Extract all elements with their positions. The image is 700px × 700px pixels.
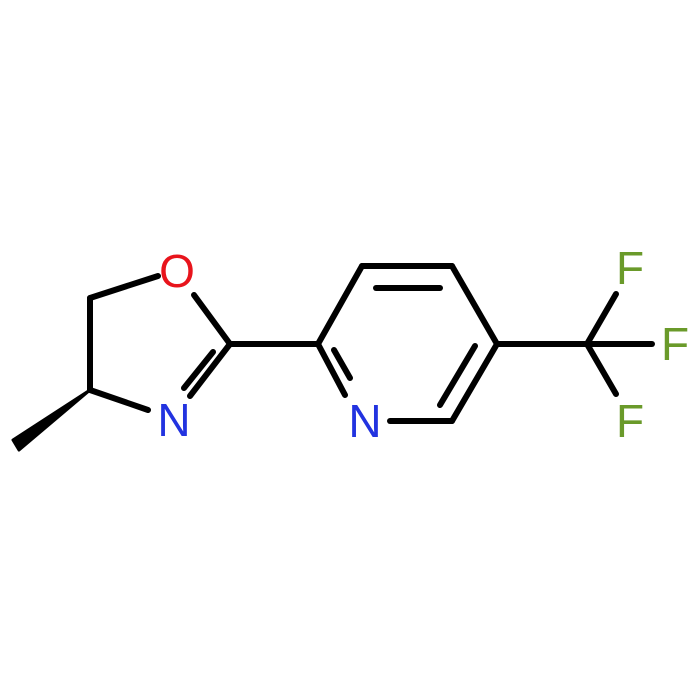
- bond-n-c2-inner: [331, 347, 353, 381]
- bond-c5-c6: [449, 341, 500, 424]
- bond-n-c2: [315, 341, 348, 398]
- bond-c5-c6-inner: [437, 343, 478, 408]
- bonds: [11, 263, 655, 452]
- bond-c-f3: [584, 341, 619, 397]
- bond-c-f1: [584, 291, 619, 347]
- atom-labels: O N N F F F: [157, 242, 689, 447]
- fluorine-label-bottom: F: [616, 395, 644, 447]
- bond-c2-c3: [315, 263, 365, 347]
- bond-c4-c5: [449, 263, 500, 347]
- pyridine-nitrogen-label: N: [348, 395, 381, 447]
- fluorine-label-right: F: [661, 318, 689, 370]
- bond-c5-o: [87, 273, 161, 301]
- bond-n-c4: [87, 387, 151, 413]
- wedge-bond-methyl: [11, 388, 92, 452]
- bond-o-c2: [191, 292, 233, 347]
- bond-c2-n-double: [187, 341, 233, 399]
- fluorine-label-top: F: [616, 242, 644, 294]
- oxygen-label: O: [159, 245, 195, 297]
- oxazoline-nitrogen-label: N: [157, 394, 190, 446]
- bond-c2-n-inner: [181, 349, 216, 391]
